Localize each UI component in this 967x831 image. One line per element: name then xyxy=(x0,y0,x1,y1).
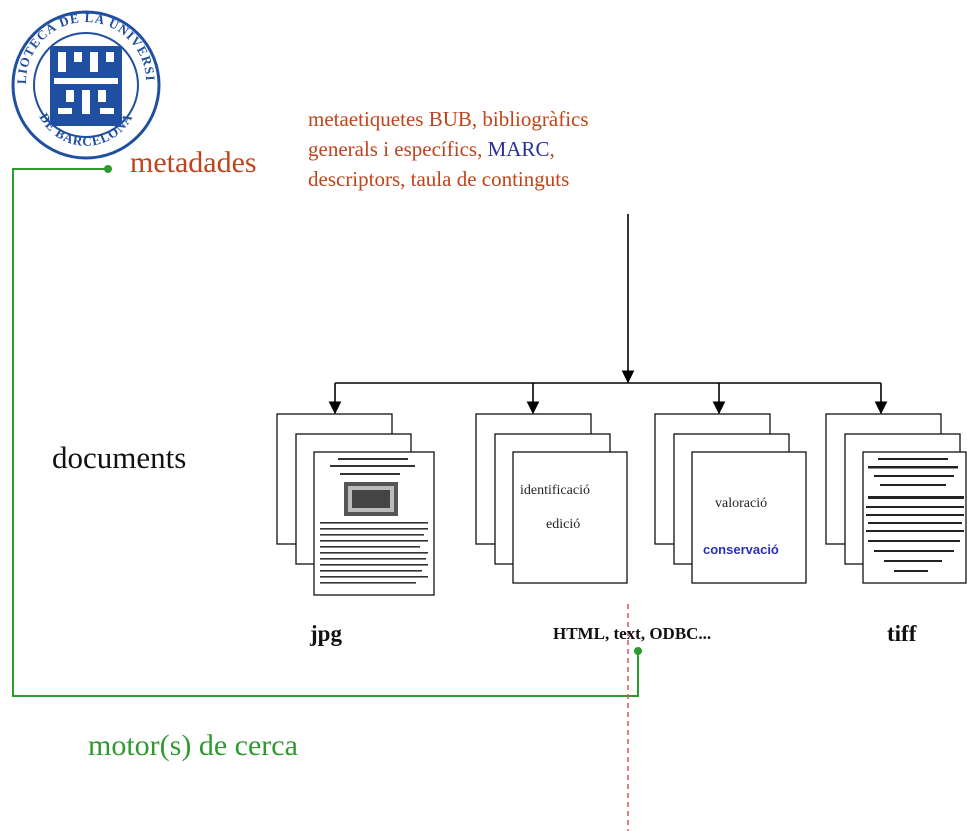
metadata-description-line1: metaetiquetes BUB, bibliogràfics xyxy=(308,107,589,131)
page-text-valoracio: valoració xyxy=(715,496,768,511)
marc-label: MARC xyxy=(487,137,550,161)
document-stack-valoracio xyxy=(654,413,807,584)
documents-label: documents xyxy=(52,440,187,475)
format-label-tiff: tiff xyxy=(887,621,917,646)
metadata-description-line2-punct: , xyxy=(549,137,555,161)
page-text-edicio: edició xyxy=(546,517,581,532)
format-label-html: HTML, text, ODBC... xyxy=(553,624,712,643)
metadata-description-line3: descriptors, taula de continguts xyxy=(308,167,570,191)
university-seal-logo: BIBLIOTECA DE LA UNIVERSITAT DE BARCELON… xyxy=(0,0,161,160)
scanned-page-thumbnail xyxy=(320,458,428,584)
document-stack-jpg xyxy=(276,413,435,596)
search-engine-connector xyxy=(12,168,639,697)
metadata-label: metadades xyxy=(130,146,257,179)
documents-connector-dot xyxy=(634,647,642,655)
metadata-description: metaetiquetes BUB, bibliogràfics general… xyxy=(308,104,589,194)
scanned-page-thumbnail xyxy=(866,458,964,572)
metadata-description-line2: generals i específics, MARC, xyxy=(308,134,589,164)
search-engine-label: motor(s) de cerca xyxy=(88,729,298,762)
page-text-identificacio: identificació xyxy=(520,483,590,498)
metadata-description-line2-text: generals i específics, xyxy=(308,137,488,161)
format-label-jpg: jpg xyxy=(310,621,342,646)
seal-emblem-icon xyxy=(50,46,122,126)
document-stack-tiff xyxy=(825,413,967,584)
metadata-connector-dot xyxy=(104,165,112,173)
page-text-conservacio: conservació xyxy=(703,542,779,557)
document-stack-html xyxy=(475,413,628,584)
metadata-tree-connectors xyxy=(328,214,888,415)
